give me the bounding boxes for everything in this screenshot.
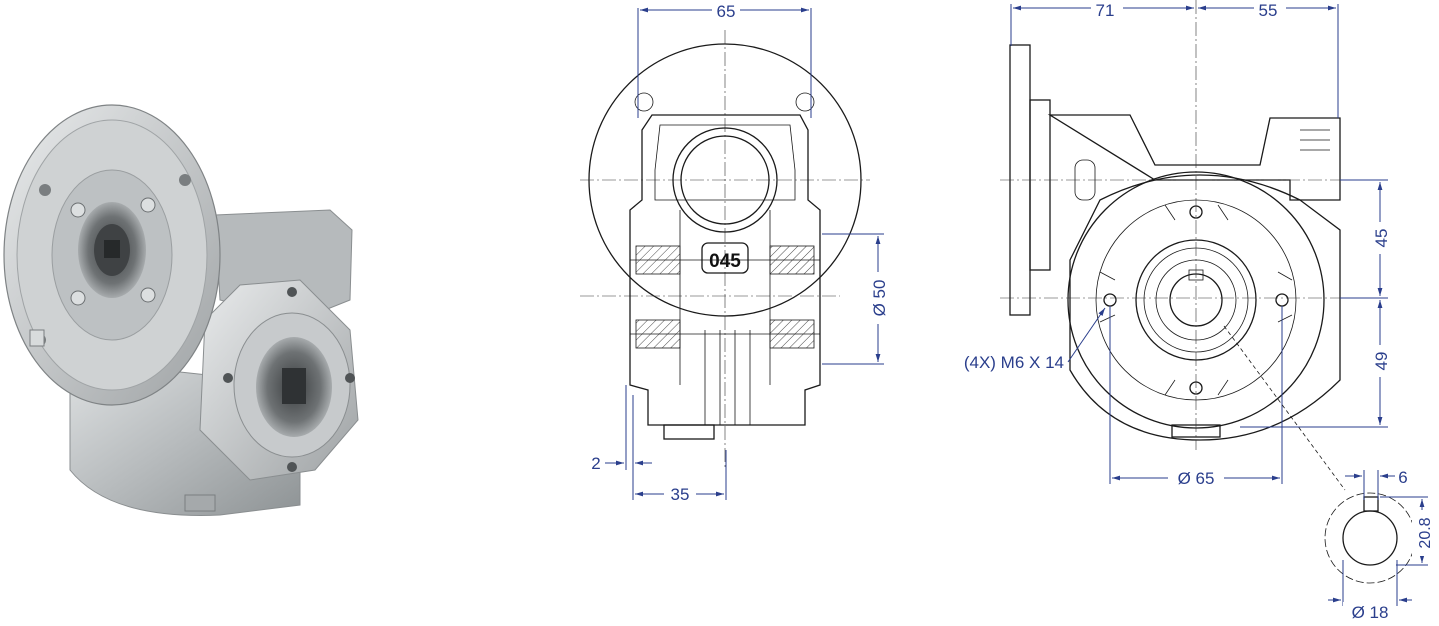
side-view: 71 55 45 49 Ø 65 (4X) M6 X 14 <box>964 0 1391 491</box>
dim-side-right: 55 <box>1259 1 1278 20</box>
dim-pilot-dia: Ø 50 <box>870 280 889 317</box>
dim-bolt-circle: Ø 65 <box>1178 469 1215 488</box>
dim-center-lower: 49 <box>1372 352 1391 371</box>
dim-front-depth: 35 <box>671 485 690 504</box>
part-marking: 045 <box>709 251 741 272</box>
dim-bore-dia: Ø 18 <box>1352 603 1389 621</box>
dim-keyway-width: 6 <box>1398 468 1407 487</box>
dim-offset-small: 2 <box>591 454 600 473</box>
dim-keyway-depth: 20.8 <box>1417 517 1434 548</box>
dim-front-width: 65 <box>717 2 736 21</box>
product-photo <box>3 104 359 516</box>
front-view: 045 65 Ø 50 2 35 <box>580 0 889 504</box>
dim-center-upper: 45 <box>1372 229 1391 248</box>
dim-side-left: 71 <box>1096 1 1115 20</box>
bore-detail: 6 20.8 Ø 18 <box>1324 468 1434 622</box>
bolt-callout: (4X) M6 X 14 <box>964 353 1064 372</box>
